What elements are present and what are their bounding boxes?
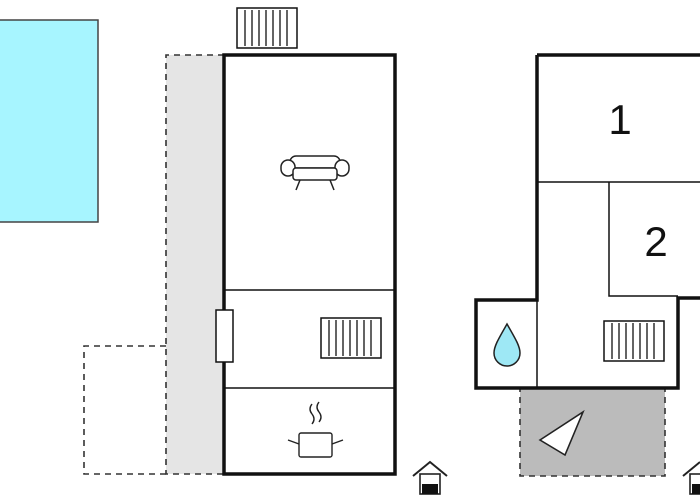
patio <box>520 388 665 476</box>
swimming-pool <box>0 19 99 223</box>
garden-outline <box>83 345 166 475</box>
entrance-house-icon <box>412 460 448 495</box>
bedroom-2-walls <box>608 182 678 297</box>
water-drop-icon <box>493 322 521 367</box>
bedroom-1-number: 1 <box>608 96 631 143</box>
entrance-house-icon <box>682 461 700 495</box>
terrace-outline <box>165 54 224 475</box>
radiator-icon <box>236 7 298 49</box>
ground-floor-outline <box>222 53 397 476</box>
deck-chair-icon <box>538 409 585 457</box>
radiator-icon <box>320 317 382 359</box>
cooking-pot-icon <box>287 401 344 458</box>
terrace <box>166 55 224 474</box>
radiator-icon <box>603 320 665 362</box>
sofa-icon <box>280 155 350 191</box>
patio-outline <box>519 387 666 477</box>
door <box>215 309 234 363</box>
bedroom-2-number: 2 <box>644 218 667 265</box>
